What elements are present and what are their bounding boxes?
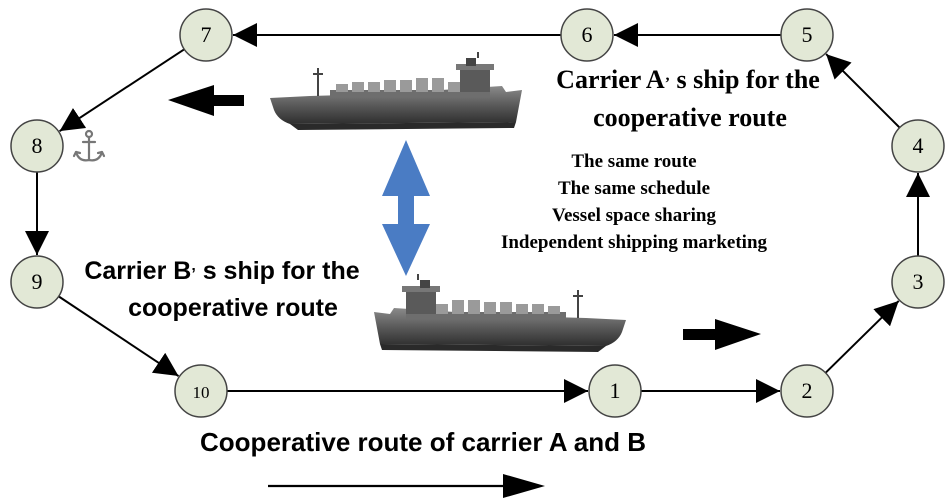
port-node-10: 10 — [174, 364, 228, 418]
port-node-label: 1 — [610, 378, 621, 403]
port-node-circle — [174, 364, 228, 418]
port-node-label: 3 — [913, 269, 924, 294]
port-node-circle — [891, 119, 945, 173]
port-node-label: 9 — [32, 269, 43, 294]
port-node-8: 8 — [10, 119, 64, 173]
route-nodes: 1 2 3 4 5 6 7 8 9 10 — [10, 8, 945, 418]
port-node-label: 5 — [802, 22, 813, 47]
port-node-label: 6 — [582, 22, 593, 47]
port-node-circle — [588, 364, 642, 418]
port-node-9: 9 — [10, 255, 64, 309]
port-node-label: 8 — [32, 133, 43, 158]
route-caption: Cooperative route of carrier A and B — [200, 427, 646, 457]
port-node-label: 2 — [802, 378, 813, 403]
route-direction-arrow-icon — [268, 474, 545, 498]
port-node-circle — [179, 8, 233, 62]
ship-icon — [270, 52, 522, 130]
route-edge-2-3 — [824, 300, 900, 374]
anchor-icon — [72, 129, 106, 162]
feature-item: The same route — [571, 151, 696, 172]
port-node-7: 7 — [179, 8, 233, 62]
route-edge-9-10 — [58, 295, 180, 377]
left-direction-arrow-icon — [168, 85, 244, 116]
ship-icon — [374, 274, 626, 352]
port-node-2: 2 — [780, 364, 834, 418]
port-node-circle — [10, 119, 64, 173]
carrier-a-caption: Carrier A’ s ship for the — [556, 65, 820, 94]
port-node-circle — [780, 364, 834, 418]
port-node-circle — [560, 8, 614, 62]
feature-item: Independent shipping marketing — [501, 232, 768, 253]
route-edge-7-8 — [59, 48, 185, 133]
port-node-label: 10 — [193, 383, 210, 402]
carrier-b-caption: Carrier B’ s ship for the — [84, 257, 359, 285]
port-node-circle — [10, 255, 64, 309]
feature-item: Vessel space sharing — [552, 205, 716, 226]
feature-item: The same schedule — [558, 178, 710, 199]
port-node-label: 7 — [201, 22, 212, 47]
port-node-circle — [780, 8, 834, 62]
right-direction-arrow-icon — [683, 319, 761, 350]
port-node-3: 3 — [891, 255, 945, 309]
route-edges — [25, 23, 930, 403]
feature-list: The same route The same schedule Vessel … — [501, 151, 768, 253]
double-arrow-icon — [382, 140, 430, 276]
port-node-label: 4 — [913, 133, 924, 158]
port-node-6: 6 — [560, 8, 614, 62]
port-node-4: 4 — [891, 119, 945, 173]
port-node-1: 1 — [588, 364, 642, 418]
carrier-a-caption-line2: cooperative route — [593, 103, 787, 132]
route-edge-4-5 — [825, 53, 901, 129]
port-node-circle — [891, 255, 945, 309]
port-node-5: 5 — [780, 8, 834, 62]
carrier-b-caption-line2: cooperative route — [128, 294, 338, 322]
